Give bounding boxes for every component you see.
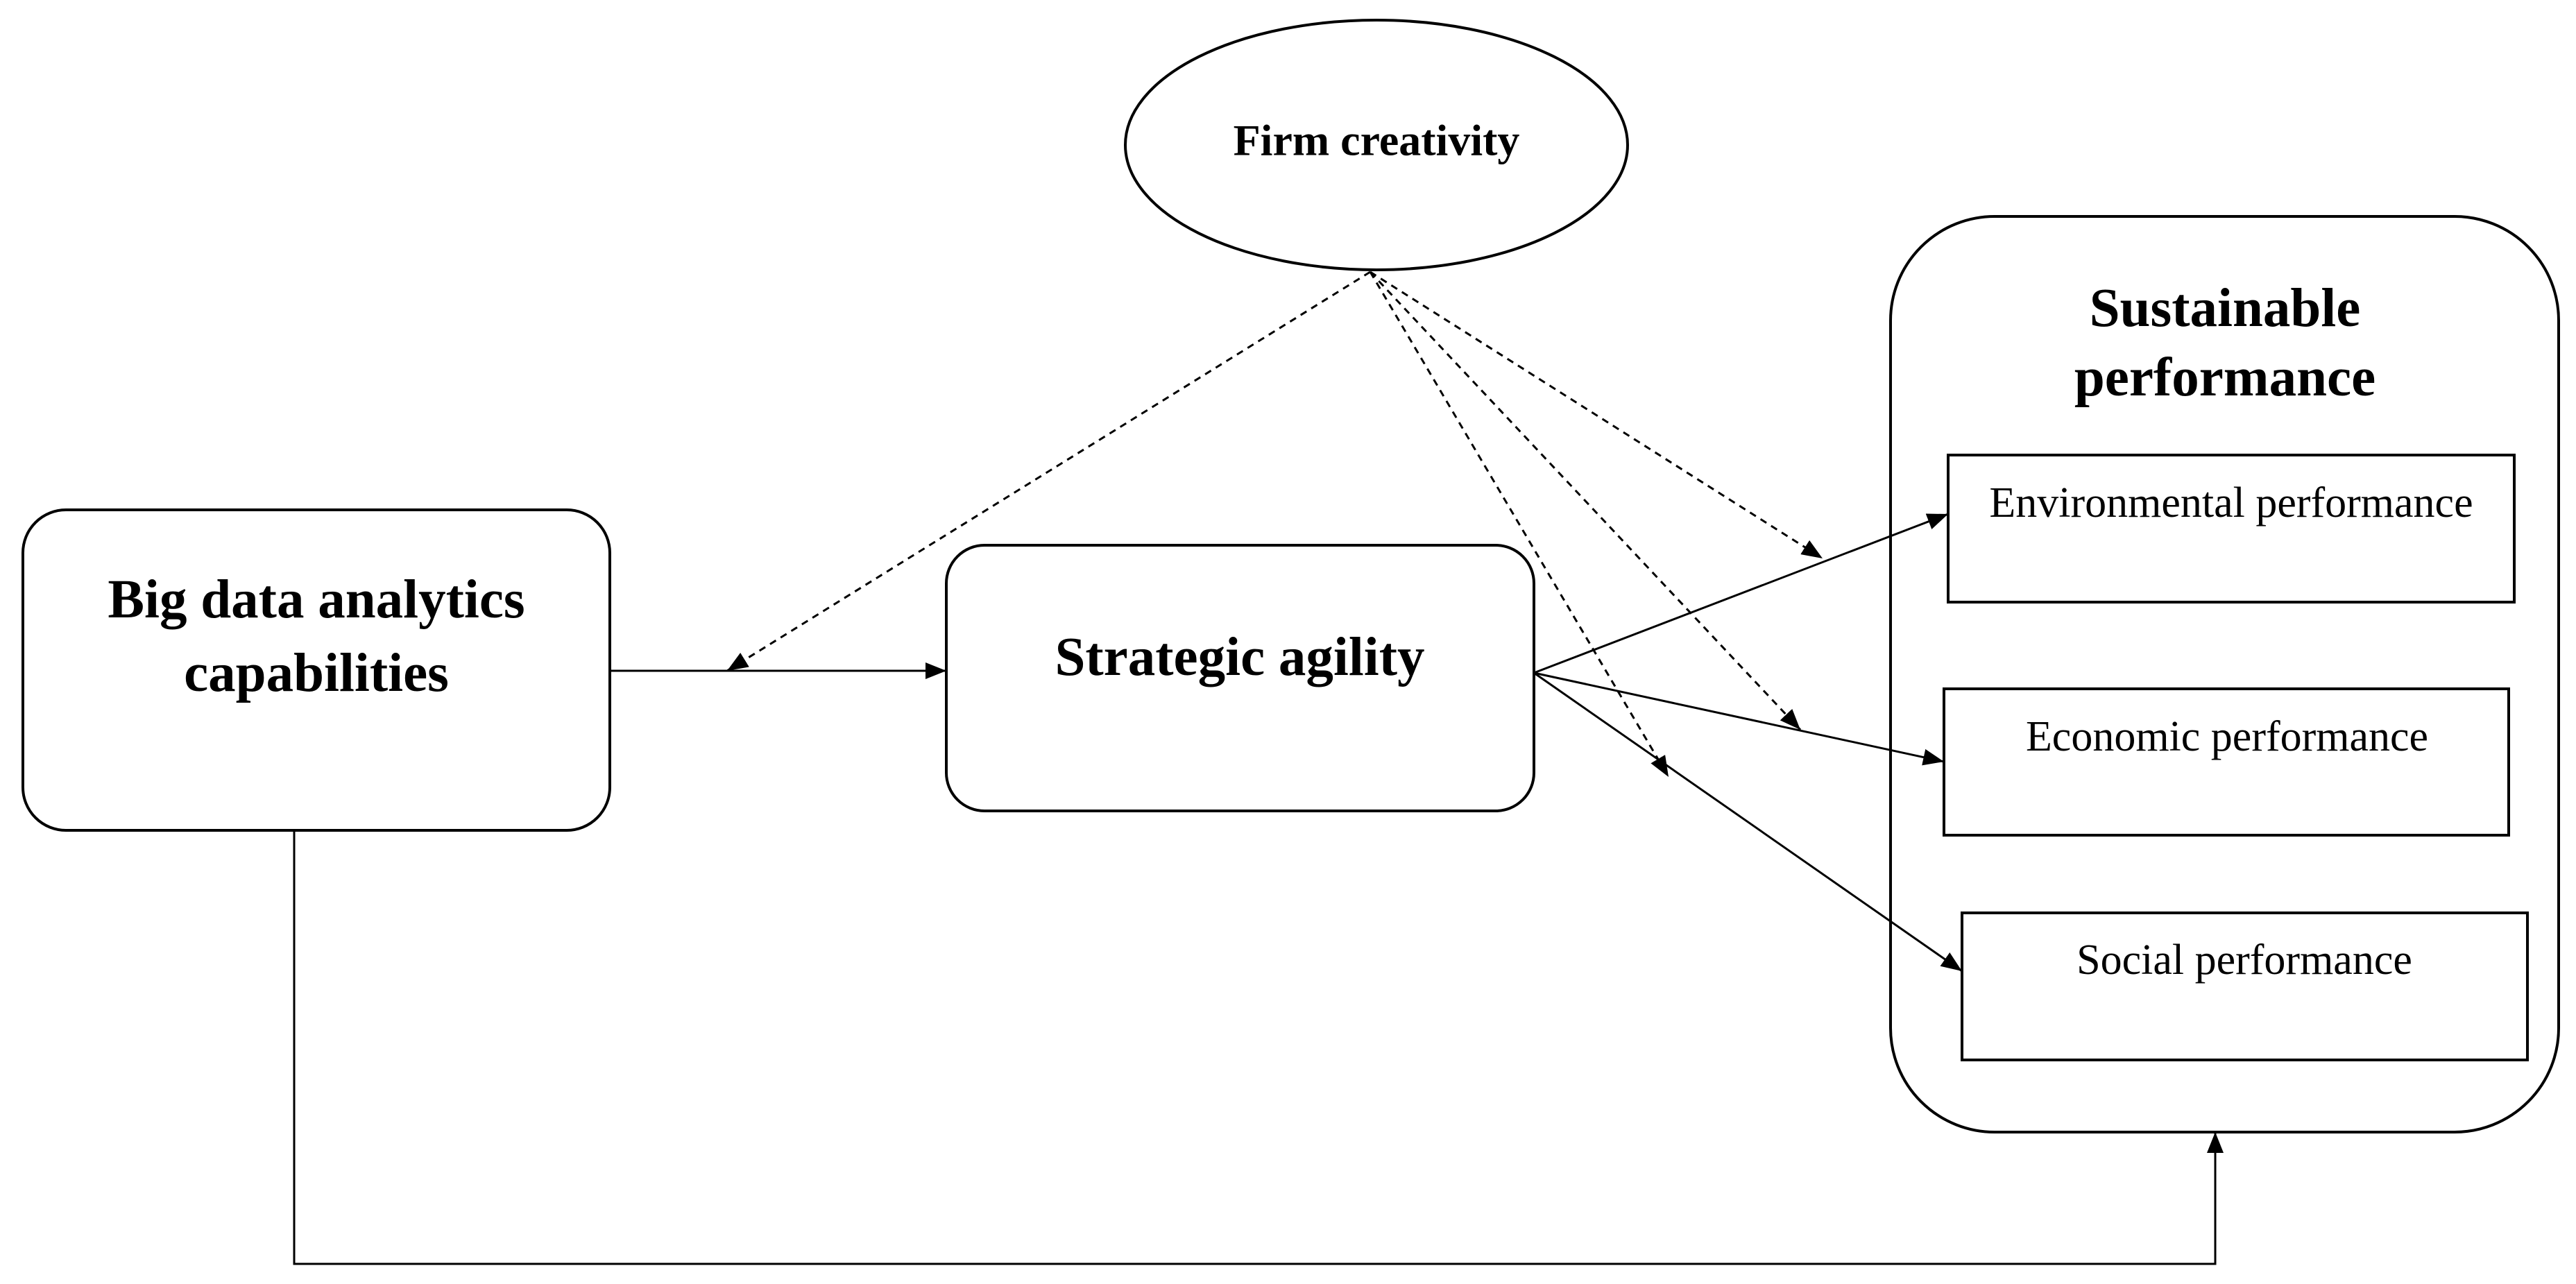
sustainable-performance-node: Sustainable performance Environmental pe… <box>1889 215 2560 1133</box>
sustainable-performance-label-line1: Sustainable <box>2090 278 2361 339</box>
sustainable-performance-label-line2: performance <box>2074 348 2375 408</box>
arrow-bigdata-to-sustainable <box>293 830 2224 1265</box>
firm-creativity-label: Firm creativity <box>1234 116 1520 165</box>
environmental-performance-label: Environmental performance <box>1989 479 2473 527</box>
strategic-agility-box <box>945 544 1535 812</box>
firm-creativity-node: Firm creativity <box>1124 19 1629 271</box>
big-data-analytics-label-line2: capabilities <box>184 643 449 703</box>
big-data-analytics-node: Big data analytics capabilities <box>22 508 611 832</box>
moderation-arrow-to-environmental-path <box>1370 271 1823 560</box>
environmental-performance-box <box>1947 454 2516 604</box>
economic-performance-box <box>1943 687 2510 837</box>
arrow-agility-to-economic <box>1533 671 1945 766</box>
arrow-agility-to-environmental <box>1533 513 1949 674</box>
strategic-agility-node: Strategic agility <box>945 544 1535 812</box>
social-performance-box <box>1961 911 2529 1061</box>
sustainable-performance-container <box>1889 215 2560 1133</box>
moderation-arrow-to-bigdata-agility-path <box>726 271 1371 672</box>
moderation-arrow-to-economic-path <box>1369 271 1802 731</box>
strategic-agility-label: Strategic agility <box>1055 627 1424 687</box>
economic-performance-label: Economic performance <box>2026 713 2428 760</box>
social-performance-label: Social performance <box>2076 936 2412 984</box>
arrow-agility-to-social <box>1533 671 1963 973</box>
firm-creativity-ellipse <box>1124 19 1629 271</box>
big-data-analytics-label-line1: Big data analytics <box>108 570 524 630</box>
moderation-arrow-to-social-path <box>1369 271 1670 778</box>
